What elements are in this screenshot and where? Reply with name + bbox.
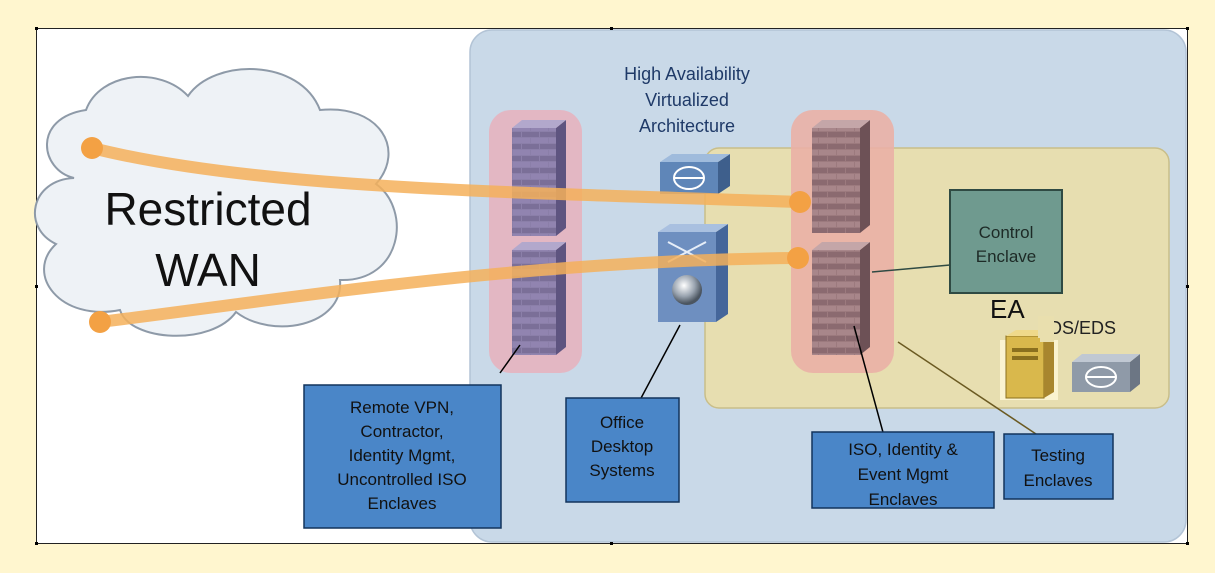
- switch-icon: [658, 224, 728, 322]
- firewall-icon: [512, 242, 566, 355]
- server-icon: [1000, 330, 1058, 400]
- callout-text: Identity Mgmt,: [349, 446, 456, 465]
- connector-line: [871, 264, 951, 273]
- control-enclave-box: [949, 189, 1063, 294]
- office-callout-box: [565, 397, 680, 503]
- resize-handle[interactable]: [35, 285, 38, 288]
- resize-handle[interactable]: [35, 27, 38, 30]
- callout-text: Contractor,: [360, 422, 443, 441]
- remote-callout-box: [303, 384, 502, 529]
- callout-text: Enclaves: [368, 494, 437, 513]
- callout-text: ISO, Identity &: [848, 440, 958, 459]
- resize-handle[interactable]: [1186, 542, 1189, 545]
- cloud-label: Restricted: [104, 183, 311, 235]
- resize-handle[interactable]: [1186, 27, 1189, 30]
- callout-text: Enclaves: [1024, 471, 1093, 490]
- resize-handle[interactable]: [1186, 285, 1189, 288]
- callout-text: Testing: [1031, 446, 1085, 465]
- wan-link: [86, 142, 806, 208]
- firewall-icon: [512, 120, 566, 236]
- link-endpoint: [81, 137, 103, 159]
- link-endpoint: [787, 247, 809, 269]
- control-enclave-label: Control: [979, 223, 1034, 242]
- callout-text: Desktop: [591, 437, 653, 456]
- wan-link: [94, 252, 804, 328]
- ids-eds-label: IDS/EDS: [1044, 318, 1116, 338]
- ea-label: EA: [990, 294, 1025, 324]
- ha-label: High Availability: [624, 64, 750, 84]
- cloud-label: WAN: [155, 244, 261, 296]
- router-icon: [660, 154, 730, 194]
- control-enclave-label: Enclave: [976, 247, 1036, 266]
- connector-line: [499, 344, 521, 374]
- resize-handle[interactable]: [35, 542, 38, 545]
- firewall-icon: [812, 242, 870, 355]
- resize-handle[interactable]: [610, 27, 613, 30]
- callout-text: Remote VPN,: [350, 398, 454, 417]
- link-endpoint: [789, 191, 811, 213]
- testing-callout-box: [1003, 433, 1114, 500]
- callout-text: Office: [600, 413, 644, 432]
- iso-callout-box: [811, 431, 995, 509]
- callout-text: Event Mgmt: [858, 465, 949, 484]
- connector-line: [897, 341, 1037, 435]
- connector-line: [639, 324, 681, 401]
- ha-label: Architecture: [639, 116, 735, 136]
- callout-text: Systems: [589, 461, 654, 480]
- ha-label: Virtualized: [645, 90, 729, 110]
- firewall-icon: [812, 120, 870, 233]
- ids-eds-icon: [1072, 354, 1140, 392]
- callout-text: Uncontrolled ISO: [337, 470, 466, 489]
- restricted-wan-cloud: [33, 68, 398, 337]
- connector-line: [853, 325, 885, 437]
- callout-text: Enclaves: [869, 490, 938, 509]
- resize-handle[interactable]: [610, 542, 613, 545]
- link-endpoint: [89, 311, 111, 333]
